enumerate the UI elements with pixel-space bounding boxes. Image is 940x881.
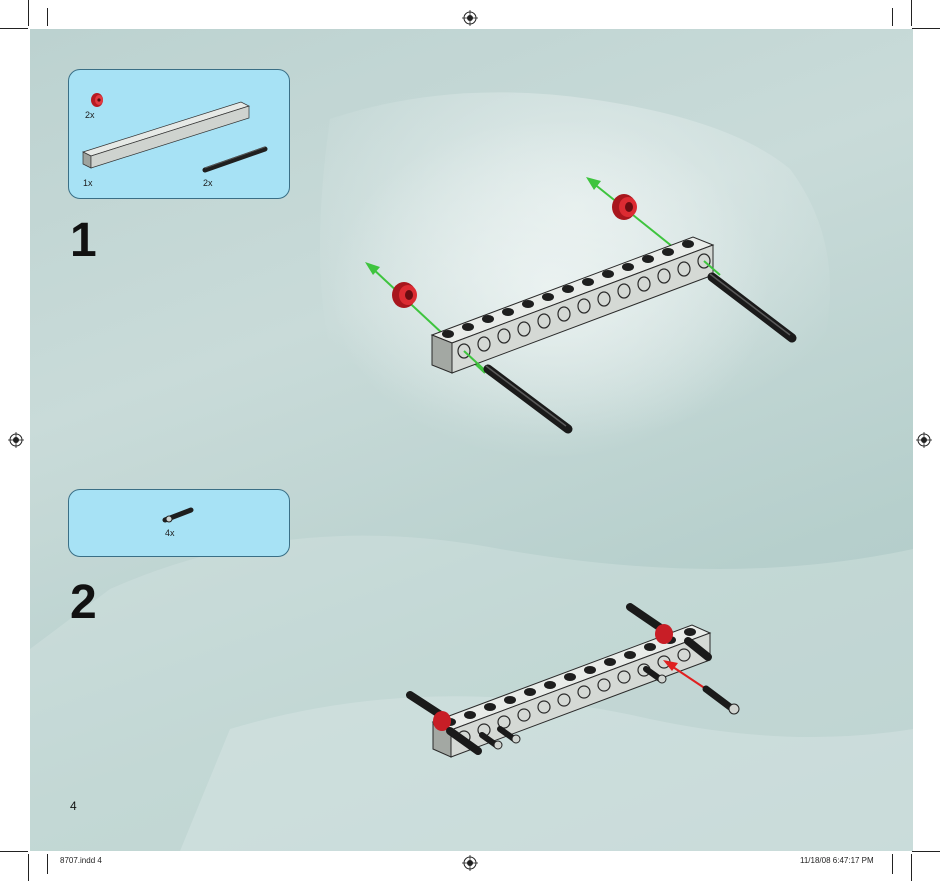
technic-beam-large — [430, 236, 715, 374]
connector-pin-icon — [162, 507, 194, 523]
crop-mark — [912, 28, 940, 29]
page-number: 4 — [70, 799, 77, 813]
red-bush-right — [612, 194, 637, 220]
instruction-page: 2x 1x 2x 1 — [30, 29, 913, 851]
registration-mark-icon — [8, 432, 24, 448]
crop-mark — [911, 854, 912, 881]
registration-mark-icon — [462, 10, 478, 26]
crop-mark — [912, 851, 940, 852]
step-1-assembly-illustration — [365, 177, 797, 434]
crop-mark — [0, 851, 28, 852]
slug-right: 11/18/08 6:47:17 PM — [800, 856, 874, 865]
registration-mark-icon — [916, 432, 932, 448]
step-number-2: 2 — [70, 576, 97, 629]
parts-illustration — [82, 93, 268, 173]
axle-left — [483, 364, 573, 434]
red-bush-left — [392, 282, 417, 308]
crop-mark — [892, 8, 893, 26]
parts-callout-step-1: 2x 1x 2x — [68, 69, 290, 199]
crop-mark — [28, 854, 29, 881]
registration-mark-icon — [462, 855, 478, 871]
crop-mark — [47, 854, 48, 874]
parts-callout-step-2: 4x — [68, 489, 290, 557]
step-2-assembly-illustration — [406, 603, 740, 758]
crop-mark — [47, 8, 48, 26]
crop-mark — [0, 28, 28, 29]
axle-icon — [202, 146, 268, 173]
crop-mark — [28, 0, 29, 26]
qty-label-beam: 1x — [83, 178, 93, 188]
qty-label-axle: 2x — [203, 178, 213, 188]
connector-pin-inserted — [479, 666, 667, 750]
step-number-1: 1 — [70, 214, 97, 267]
connector-pin-new — [702, 685, 740, 715]
crop-mark — [892, 854, 893, 874]
insert-arrow — [663, 660, 707, 690]
axle-right — [707, 272, 797, 343]
technic-beam-icon — [82, 101, 250, 169]
red-bush-icon — [91, 93, 103, 107]
qty-label-bush: 2x — [85, 110, 95, 120]
qty-label-connector: 4x — [165, 528, 175, 538]
slug-left: 8707.indd 4 — [60, 856, 102, 865]
crop-mark — [911, 0, 912, 26]
